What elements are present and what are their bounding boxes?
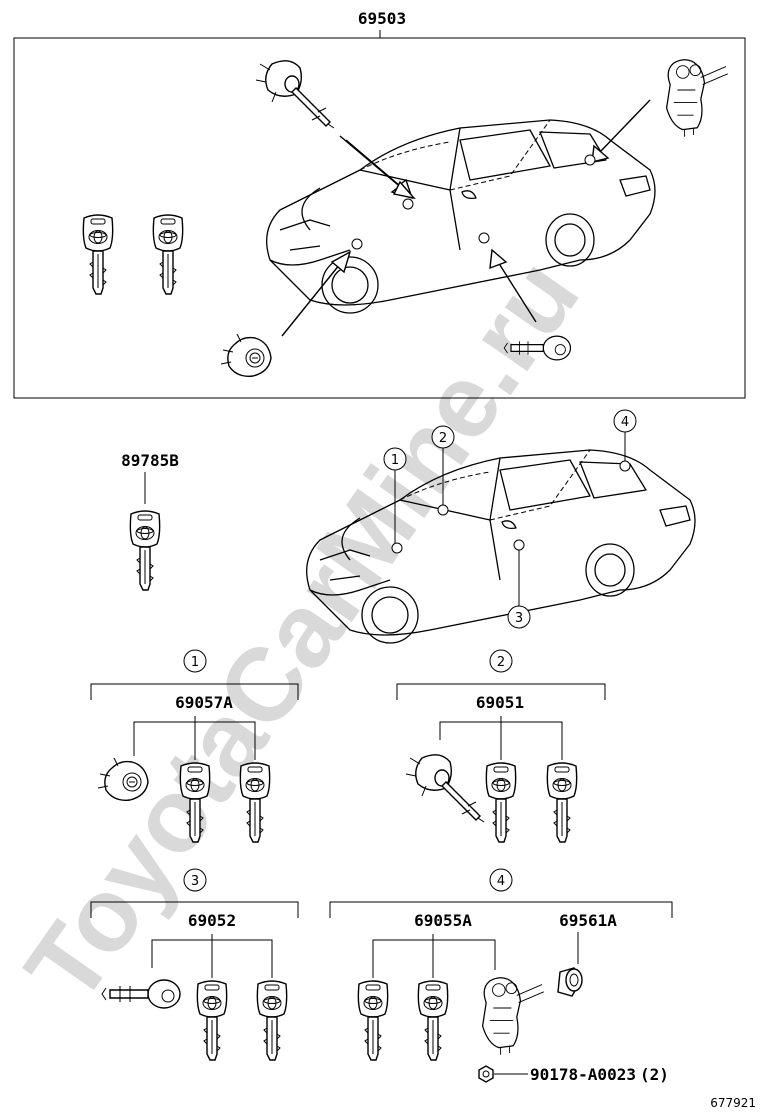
set-location-dots [351, 154, 596, 250]
group-2-key-b [546, 762, 578, 843]
group-3: 3 69052 [90, 868, 299, 1061]
group-3-part-number[interactable]: 69052 [188, 911, 236, 930]
spare-key-part-number[interactable]: 89785B [121, 451, 179, 470]
key-cylinder-set-box [13, 37, 746, 399]
callout-1: 1 [383, 447, 407, 554]
group-4-key-a [357, 980, 389, 1061]
screw-part-number[interactable]: 90178-A0023(2) [530, 1065, 669, 1084]
set-key-right [152, 214, 184, 295]
callout-4: 4 [613, 409, 637, 472]
svg-text:4: 4 [621, 415, 629, 430]
svg-text:3: 3 [191, 874, 199, 889]
glovebox-cylinder-part-number[interactable]: 69561A [559, 911, 617, 930]
glovebox-cylinder [557, 967, 583, 997]
set-arrows [281, 99, 651, 337]
svg-text:1: 1 [391, 453, 399, 468]
diagram-id: 677921 [710, 1096, 756, 1110]
group-4-ignition-lock [481, 977, 545, 1056]
set-key-left [82, 214, 114, 295]
group-4-key-b [417, 980, 449, 1061]
watermark: ToyotaCarMine.ru [4, 239, 602, 1023]
group-4-part-number[interactable]: 69055A [414, 911, 472, 930]
group-1: 1 69057A [90, 649, 299, 843]
set-part-number[interactable]: 69503 [358, 9, 406, 28]
group-2-key-a [485, 762, 517, 843]
group-3-key-a [196, 980, 228, 1061]
set-lock-cylinder-bottom [220, 333, 272, 377]
svg-text:3: 3 [515, 611, 523, 626]
group-1-part-number[interactable]: 69057A [175, 693, 233, 712]
spare-key [129, 510, 161, 591]
group-4: 4 69055A 69561A 90178-A0023(2) [329, 868, 673, 1084]
svg-text:2: 2 [497, 655, 505, 670]
callout-3: 3 [507, 539, 531, 629]
group-3-key-b [256, 980, 288, 1061]
group-2-cylinder [405, 754, 485, 823]
svg-text:2: 2 [439, 431, 447, 446]
screw-icon [478, 1065, 494, 1083]
set-door-cylinder-top [255, 60, 335, 129]
group-2: 2 69051 [396, 649, 606, 843]
callout-2: 2 [431, 425, 455, 516]
svg-text:4: 4 [497, 874, 505, 889]
group-2-part-number[interactable]: 69051 [476, 693, 524, 712]
svg-text:1: 1 [191, 655, 199, 670]
set-ignition-lock [665, 59, 729, 138]
